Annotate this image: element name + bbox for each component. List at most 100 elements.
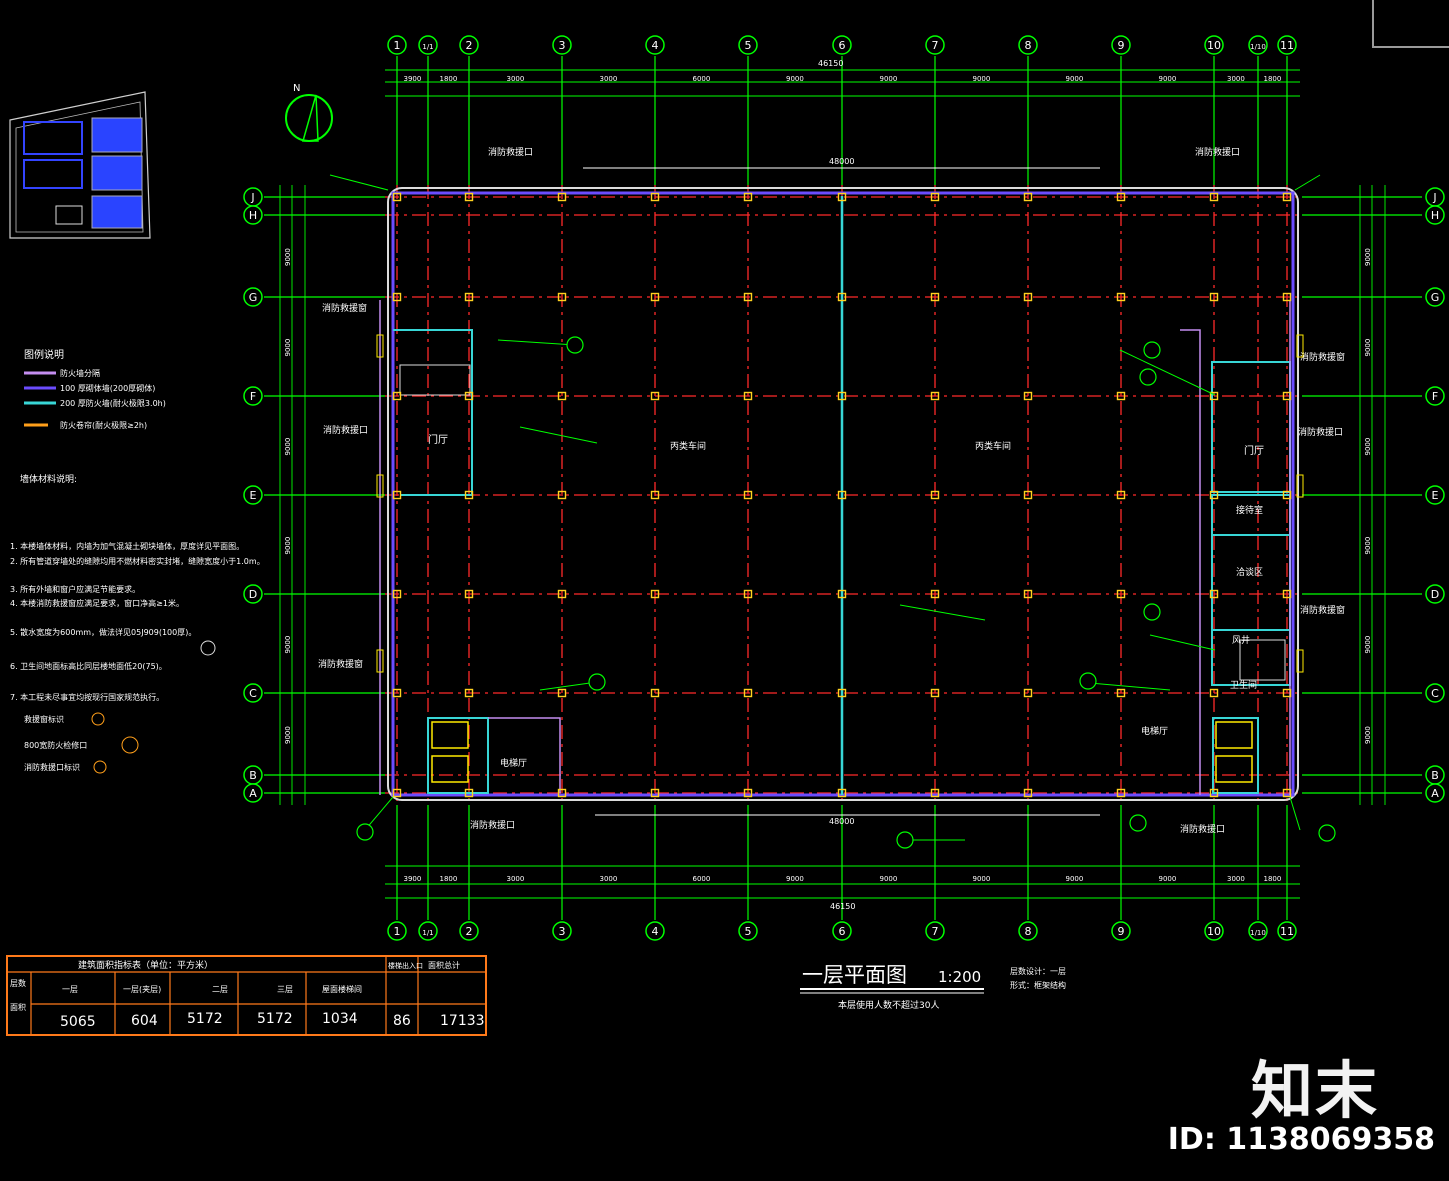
watermark-logo: 知末 xyxy=(1250,1054,1379,1127)
dim-left-1: 9000 xyxy=(284,248,292,266)
dim-top-9: 9000 xyxy=(1159,75,1177,83)
column-5-0 xyxy=(743,192,753,202)
dim-left-4: 9000 xyxy=(284,537,292,555)
column-12-6 xyxy=(1282,688,1292,698)
axis-bubble-row-E-right: E xyxy=(1425,485,1445,505)
label-fire-window-left-bottom: 消防救援窗 xyxy=(318,658,363,670)
dim-bottom-5: 9000 xyxy=(786,875,804,883)
column-12-3 xyxy=(1282,391,1292,401)
room-meeting: 洽谈区 xyxy=(1236,566,1263,578)
label-fire-window-left-top: 消防救援窗 xyxy=(322,302,367,314)
axis-bubble-row-E-left: E xyxy=(243,485,263,505)
axis-bubble-row-H-right: H xyxy=(1425,205,1445,225)
leader-line-3 xyxy=(1294,174,1321,191)
legend-notes-title: 墙体材料说明: xyxy=(20,473,77,485)
fire-window-mark-1 xyxy=(376,474,384,498)
column-8-0 xyxy=(1023,192,1033,202)
svg-text:E: E xyxy=(1432,489,1439,502)
svg-text:4: 4 xyxy=(652,925,659,938)
axis-bubble-col-2-bottom: 2 xyxy=(459,921,479,941)
svg-text:3: 3 xyxy=(559,39,566,52)
room-duct: 风井 xyxy=(1232,634,1250,646)
dim-inner-bottom: 48000 xyxy=(829,817,854,826)
column-5-8 xyxy=(743,788,753,798)
room-lobby-right: 门厅 xyxy=(1244,444,1264,457)
column-3-2 xyxy=(557,292,567,302)
column-2-6 xyxy=(464,688,474,698)
svg-text:8: 8 xyxy=(1025,925,1032,938)
table-value-3: 5172 xyxy=(257,1011,293,1027)
table-header-7: 面积总计 xyxy=(428,960,460,970)
axis-bubble-col-1-top: 1 xyxy=(387,35,407,55)
table-header-1: 一层 xyxy=(62,985,78,994)
column-10-4 xyxy=(1209,490,1219,500)
dim-top-4: 6000 xyxy=(693,75,711,83)
table-value-5: 86 xyxy=(393,1013,411,1029)
column-8-6 xyxy=(1023,688,1033,698)
axis-bubble-col-1-1-bottom: 1/1 xyxy=(418,921,438,941)
dim-bottom-10: 3000 xyxy=(1227,875,1245,883)
room-workshop-right: 丙类车间 xyxy=(975,440,1011,452)
axis-bubble-row-D-right: D xyxy=(1425,584,1445,604)
axis-bubble-col-6-top: 6 xyxy=(832,35,852,55)
column-8-3 xyxy=(1023,391,1033,401)
dim-bottom-4: 6000 xyxy=(693,875,711,883)
dim-right-4: 9000 xyxy=(1364,537,1372,555)
column-6-5 xyxy=(837,589,847,599)
axis-bubble-col-9-bottom: 9 xyxy=(1111,921,1131,941)
svg-text:D: D xyxy=(249,588,257,601)
left-elevator-core xyxy=(427,717,489,794)
svg-text:9: 9 xyxy=(1118,925,1125,938)
outer-wall-outline xyxy=(387,187,1299,801)
column-6-0 xyxy=(837,192,847,202)
columns xyxy=(392,192,1292,798)
column-6-6 xyxy=(837,688,847,698)
svg-text:A: A xyxy=(249,787,257,800)
column-12-4 xyxy=(1282,490,1292,500)
column-7-6 xyxy=(930,688,940,698)
left-elevator-car-2 xyxy=(431,755,469,783)
column-2-0 xyxy=(464,192,474,202)
drawing-title: 一层平面图 xyxy=(802,963,907,987)
right-meeting-wall xyxy=(1211,534,1291,631)
svg-text:N: N xyxy=(293,83,300,94)
detail-callout-icon-8 xyxy=(1129,814,1147,832)
svg-text:J: J xyxy=(250,191,254,204)
table-value-4: 1034 xyxy=(322,1011,358,1027)
room-restroom: 卫生间 xyxy=(1230,679,1257,691)
column-9-8 xyxy=(1116,788,1126,798)
column-10-2 xyxy=(1209,292,1219,302)
column-5-6 xyxy=(743,688,753,698)
column-7-2 xyxy=(930,292,940,302)
column-7-3 xyxy=(930,391,940,401)
right-duct xyxy=(1239,639,1286,681)
fire-window-mark-2 xyxy=(376,649,384,673)
dim-top-11: 1800 xyxy=(1264,75,1282,83)
room-elevator-left: 电梯厅 xyxy=(500,757,527,769)
dim-right-2: 9000 xyxy=(1364,339,1372,357)
detail-callout-icon-6 xyxy=(896,831,914,849)
axis-bubble-row-F-left: F xyxy=(243,386,263,406)
axis-bubble-row-H-left: H xyxy=(243,205,263,225)
axis-bubble-col-4-bottom: 4 xyxy=(645,921,665,941)
column-12-5 xyxy=(1282,589,1292,599)
column-0-3 xyxy=(392,391,402,401)
column-0-4 xyxy=(392,490,402,500)
axis-bubble-col-3-top: 3 xyxy=(552,35,572,55)
leader-line-9 xyxy=(1149,634,1216,651)
column-9-5 xyxy=(1116,589,1126,599)
column-3-0 xyxy=(557,192,567,202)
detail-callout-icon-4 xyxy=(1143,603,1161,621)
legend-symbols xyxy=(91,640,216,774)
column-3-3 xyxy=(557,391,567,401)
leader-line-10 xyxy=(1089,682,1171,691)
title-note-1: 形式：框架结构 xyxy=(1010,980,1066,990)
fire-window-mark-3 xyxy=(1296,334,1304,358)
dim-top-8: 9000 xyxy=(1066,75,1084,83)
column-9-2 xyxy=(1116,292,1126,302)
column-0-5 xyxy=(392,589,402,599)
svg-text:2: 2 xyxy=(466,925,473,938)
column-9-6 xyxy=(1116,688,1126,698)
column-4-0 xyxy=(650,192,660,202)
svg-text:1/10: 1/10 xyxy=(1250,43,1266,51)
